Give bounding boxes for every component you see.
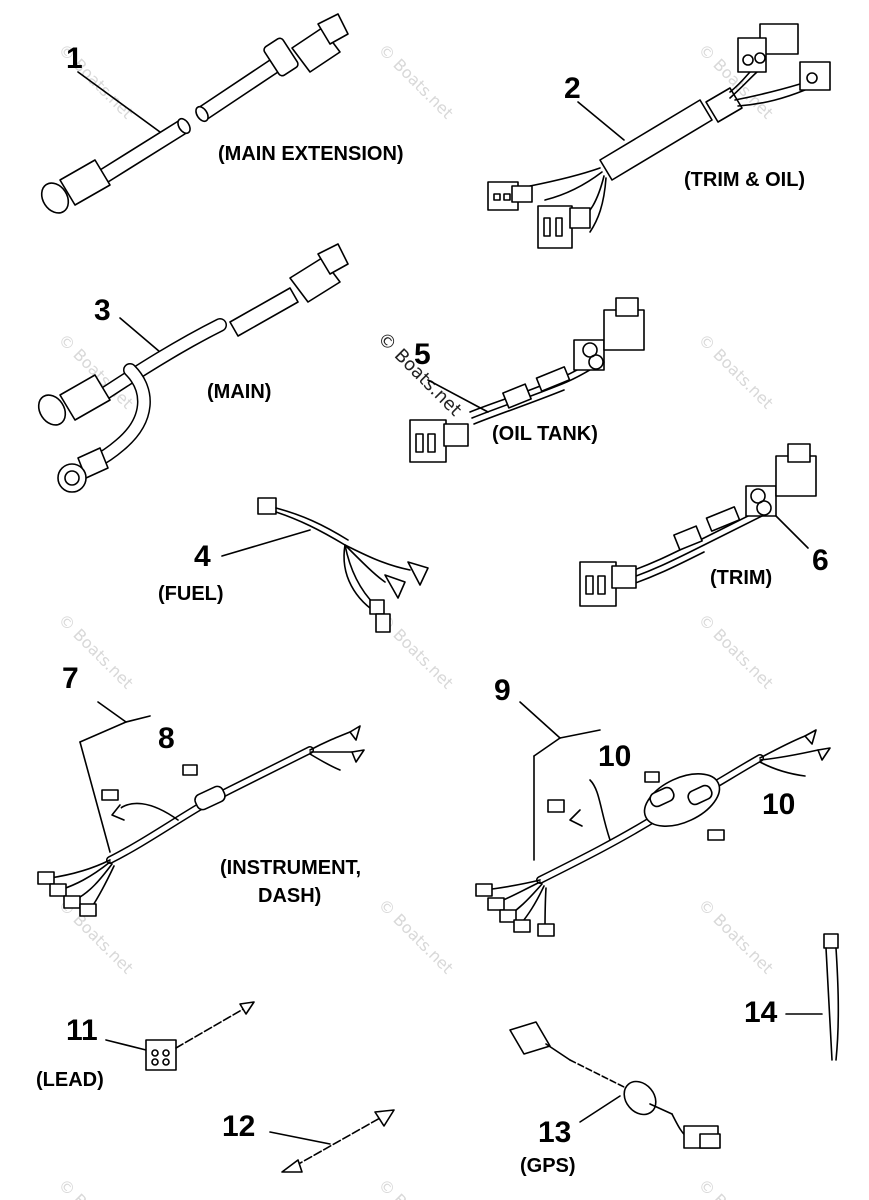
part-number-5: 5 bbox=[414, 338, 431, 371]
part-number-7: 7 bbox=[62, 662, 79, 695]
trim-harness-icon bbox=[579, 443, 817, 607]
part-number-12: 12 bbox=[222, 1110, 256, 1143]
part-number-13: 13 bbox=[538, 1116, 572, 1149]
part-number-9: 9 bbox=[494, 674, 511, 707]
instrument-harness-icon bbox=[475, 701, 831, 937]
oil-tank-harness-icon bbox=[409, 297, 645, 463]
cable-tie-icon bbox=[785, 933, 840, 1061]
part-number-6: 6 bbox=[812, 544, 829, 577]
part-label-oil-tank: (OIL TANK) bbox=[492, 423, 598, 445]
main-extension-harness-icon bbox=[40, 13, 349, 214]
lead-connector-icon bbox=[105, 1001, 255, 1071]
instrument-dash-harness-icon bbox=[37, 701, 365, 917]
part-number-1: 1 bbox=[66, 42, 83, 75]
part-number-8: 8 bbox=[158, 722, 175, 755]
lead-wire-icon bbox=[269, 1109, 395, 1173]
part-label-main-extension: (MAIN EXTENSION) bbox=[218, 143, 404, 165]
part-number-10a: 10 bbox=[598, 740, 632, 773]
part-label-trim: (TRIM) bbox=[710, 567, 773, 589]
part-label-instrument-line2: DASH) bbox=[258, 885, 322, 907]
main-harness-icon bbox=[37, 243, 349, 493]
part-label-gps: (GPS) bbox=[520, 1155, 576, 1177]
part-label-main: (MAIN) bbox=[207, 381, 272, 403]
part-number-4: 4 bbox=[194, 540, 211, 573]
part-label-lead: (LEAD) bbox=[36, 1069, 104, 1091]
fuel-harness-icon bbox=[221, 497, 429, 633]
part-number-11: 11 bbox=[66, 1014, 98, 1047]
part-number-2: 2 bbox=[564, 72, 581, 105]
part-label-instrument-line1: (INSTRUMENT, bbox=[220, 857, 362, 879]
part-number-3: 3 bbox=[94, 294, 111, 327]
part-number-10b: 10 bbox=[762, 788, 796, 821]
part-label-trim-oil: (TRIM & OIL) bbox=[684, 169, 806, 191]
part-number-14: 14 bbox=[744, 996, 778, 1029]
gps-harness-icon bbox=[509, 1021, 721, 1149]
trim-oil-harness-icon bbox=[487, 23, 831, 249]
part-label-fuel: (FUEL) bbox=[158, 583, 224, 605]
